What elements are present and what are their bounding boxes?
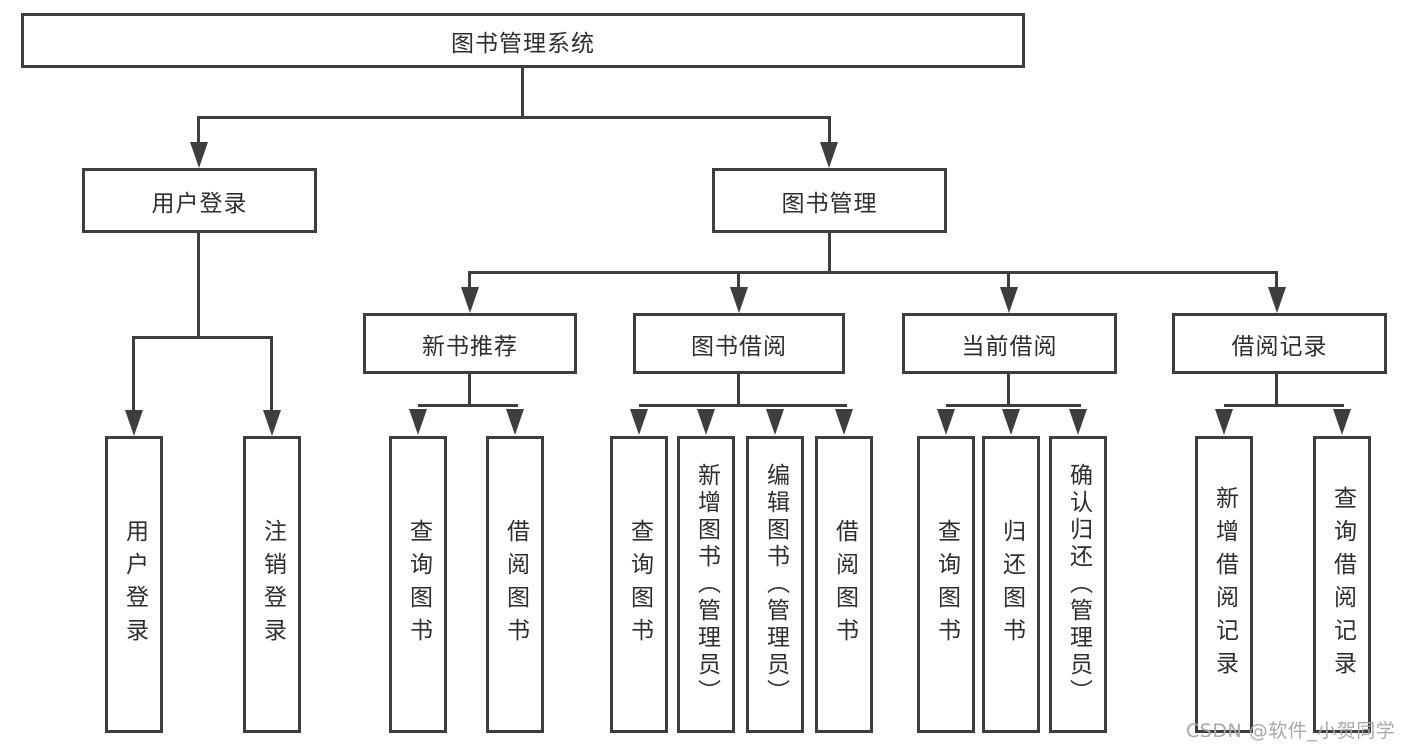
leaf-query-books-recommend: 查询图书 [389, 436, 447, 733]
arrow-down-icon [1268, 287, 1286, 313]
leaf-query-books-current: 查询图书 [917, 436, 975, 733]
node-label: 用户登录 [121, 518, 148, 651]
arrow-down-icon [190, 142, 208, 168]
leaf-return-books: 归还图书 [982, 436, 1040, 733]
node-library-management-system: 图书管理系统 [21, 13, 1025, 68]
node-label: 图书管理 [781, 190, 878, 217]
leaf-add-books-admin: 新增图书（管理员） [677, 436, 735, 733]
node-label: 注销登录 [259, 518, 286, 651]
connector-group-bus [418, 404, 518, 407]
connector-book-mgmt-stub [828, 116, 831, 146]
leaf-add-borrow-record: 新增借阅记录 [1195, 436, 1253, 733]
connector-group-bus [946, 404, 1081, 407]
connector-user-login-drop [197, 233, 200, 339]
node-label: 图书借阅 [691, 333, 787, 360]
connector-group-drop [1007, 374, 1010, 407]
node-new-book-recommend: 新书推荐 [363, 313, 577, 374]
node-label: 新增借阅记录 [1211, 485, 1238, 684]
leaf-logout: 注销登录 [243, 436, 301, 733]
node-label: 借阅记录 [1231, 333, 1328, 360]
node-book-management: 图书管理 [712, 168, 947, 233]
node-label: 图书管理系统 [451, 30, 595, 57]
arrow-down-icon [125, 410, 143, 436]
connector-level3-stub [737, 271, 740, 289]
connector-level3-stub [1275, 271, 1278, 289]
arrow-down-icon [506, 409, 524, 435]
node-label: 查询借阅记录 [1329, 485, 1356, 684]
connector-user-login-bus [132, 336, 273, 339]
leaf-borrow-books: 借阅图书 [815, 436, 873, 733]
arrow-down-icon [766, 409, 784, 435]
arrow-down-icon [835, 409, 853, 435]
arrow-down-icon [697, 409, 715, 435]
leaf-confirm-return-admin: 确认归还（管理员） [1049, 436, 1107, 733]
node-label: 查询图书 [933, 518, 960, 651]
node-book-borrowing: 图书借阅 [633, 313, 845, 374]
arrow-down-icon [461, 287, 479, 313]
arrow-down-icon [409, 409, 427, 435]
arrow-down-icon [1002, 409, 1020, 435]
csdn-watermark: CSDN @软件_小贺同学 [1186, 720, 1396, 742]
connector-book-mgmt-drop [828, 233, 831, 274]
node-borrowing-records: 借阅记录 [1172, 313, 1387, 374]
connector-root-drop [521, 68, 524, 119]
node-current-borrowing: 当前借阅 [902, 313, 1117, 374]
leaf-borrow-books-recommend: 借阅图书 [486, 436, 544, 733]
arrow-down-icon [263, 410, 281, 436]
connector-group-drop [468, 374, 471, 407]
connector-leaf-stub [270, 336, 273, 411]
leaf-user-login: 用户登录 [105, 436, 163, 733]
node-label: 用户登录 [151, 190, 248, 217]
node-label: 新增图书（管理员） [693, 463, 720, 706]
connector-group-drop [737, 374, 740, 407]
node-label: 查询图书 [405, 518, 432, 651]
node-label: 借阅图书 [831, 518, 858, 651]
connector-group-drop [1275, 374, 1278, 407]
node-user-login: 用户登录 [82, 168, 317, 233]
connector-level3-stub [468, 271, 471, 289]
connector-user-login-stub [197, 116, 200, 146]
node-label: 编辑图书（管理员） [762, 463, 789, 706]
node-label: 借阅图书 [502, 518, 529, 651]
arrow-down-icon [1215, 409, 1233, 435]
leaf-query-borrow-record: 查询借阅记录 [1313, 436, 1371, 733]
connector-level3-bus [468, 271, 1278, 274]
connector-leaf-stub [132, 336, 135, 411]
node-label: 归还图书 [998, 518, 1025, 651]
arrow-down-icon [1069, 409, 1087, 435]
arrow-down-icon [730, 287, 748, 313]
arrow-down-icon [630, 409, 648, 435]
node-label: 新书推荐 [422, 333, 518, 360]
arrow-down-icon [820, 142, 838, 168]
leaf-edit-books-admin: 编辑图书（管理员） [746, 436, 804, 733]
connector-group-bus [1224, 404, 1344, 407]
connector-level3-stub [1007, 271, 1010, 289]
node-label: 查询图书 [626, 518, 653, 651]
leaf-query-books-borrowing: 查询图书 [610, 436, 668, 733]
node-label: 当前借阅 [961, 333, 1058, 360]
connector-level2-bus [197, 116, 831, 119]
connector-group-bus [639, 404, 847, 407]
arrow-down-icon [1000, 287, 1018, 313]
node-label: 确认归还（管理员） [1065, 463, 1092, 706]
arrow-down-icon [1333, 409, 1351, 435]
arrow-down-icon [937, 409, 955, 435]
